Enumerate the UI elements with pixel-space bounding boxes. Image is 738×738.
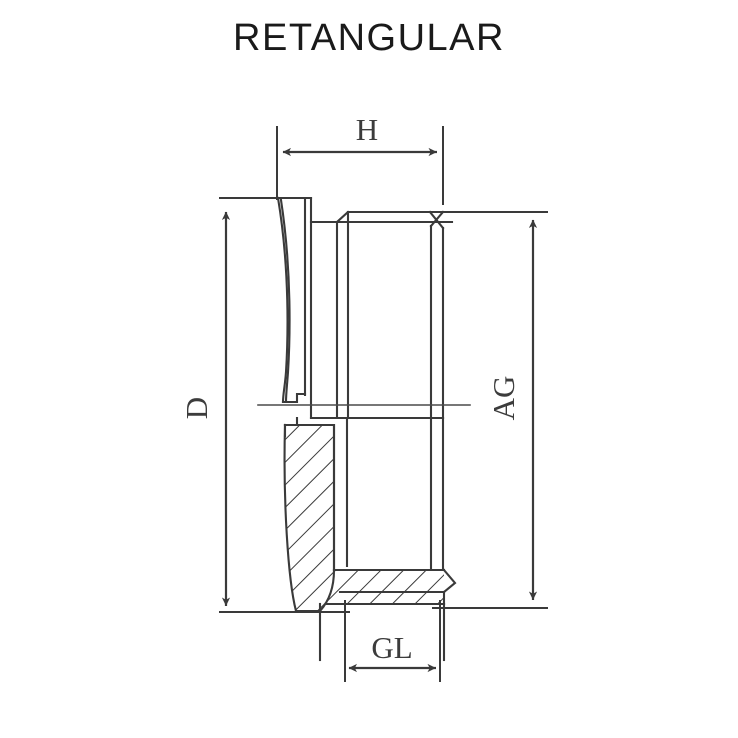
page-title: RETANGULAR	[233, 17, 505, 59]
dimension-H-label: H	[356, 112, 378, 147]
dimension-GL: GL	[344, 600, 441, 682]
flange-outer-taper	[276, 196, 289, 404]
dimension-D: D	[179, 197, 350, 613]
dimension-D-label: D	[179, 397, 214, 419]
boss-right-chamfer-2	[429, 210, 445, 228]
drawing-geometry	[257, 196, 471, 662]
flange-notch	[281, 392, 307, 404]
flange-outer-taper-inner	[279, 198, 291, 404]
flange-section-hatch	[284, 425, 334, 611]
bottom-wall-section-hatch	[320, 570, 444, 604]
flange-section-step	[283, 416, 299, 427]
boss-left-chamfer	[335, 210, 350, 224]
flange-section-outer-profile	[283, 423, 298, 613]
dimension-H: H	[276, 112, 444, 205]
bottom-right-chamfer	[442, 568, 457, 594]
dimension-GL-label: GL	[371, 630, 412, 665]
dimension-AG-label: AG	[486, 376, 521, 421]
dimension-AG: AG	[430, 211, 548, 609]
